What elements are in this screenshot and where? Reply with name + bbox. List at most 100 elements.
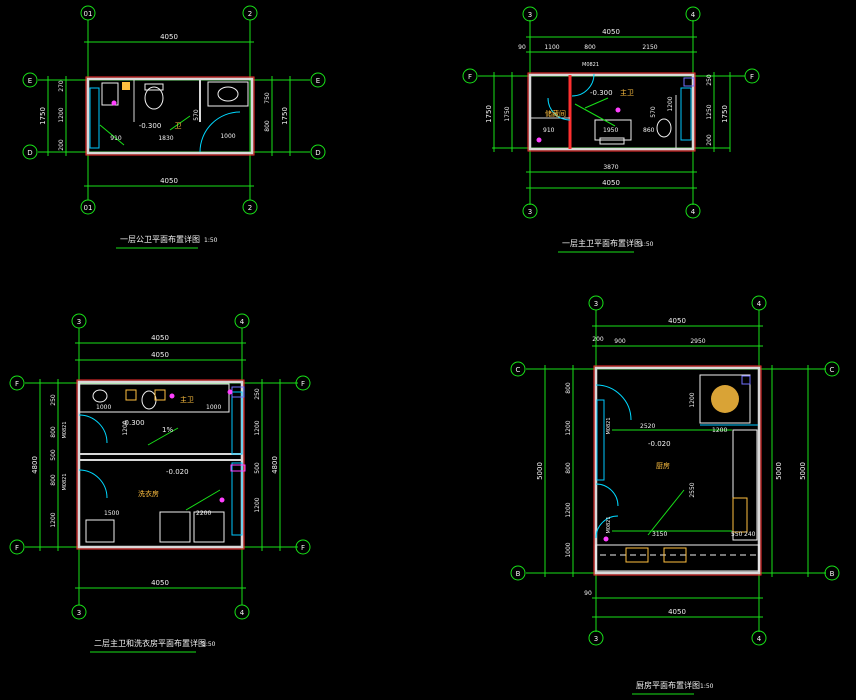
grid-bubble: 3 xyxy=(588,295,604,311)
floor-drain xyxy=(603,536,609,542)
grid-label: F xyxy=(301,380,305,388)
grid-bubble: 4 xyxy=(685,6,701,22)
dimension-text: 4800 xyxy=(31,456,39,474)
dimension-text: 1200 xyxy=(122,420,129,435)
door-swing xyxy=(595,384,632,421)
grid-bubble: F xyxy=(295,539,311,555)
floor-drain xyxy=(615,107,621,113)
grid-label: D xyxy=(315,149,320,157)
outer-wall xyxy=(527,72,696,152)
washer xyxy=(159,511,191,543)
dimension-text: 250 xyxy=(706,74,713,86)
dimension-text: 1000 xyxy=(96,404,111,411)
glass-partition xyxy=(89,87,100,149)
grid-bubble: 3 xyxy=(71,604,87,620)
door-tag: M0821 xyxy=(62,421,68,438)
grid-bubble: 4 xyxy=(751,630,767,646)
laundry-sink xyxy=(85,519,115,543)
floor-drain xyxy=(169,393,175,399)
door-swing xyxy=(571,73,595,97)
floor-drain xyxy=(230,464,246,472)
dimension-text: 1000 xyxy=(220,133,235,140)
room-label: 主卫 xyxy=(180,395,194,404)
plan-ground-public-bath: 01 2 01 2 E D E D 4050 4050 1750 270 120… xyxy=(22,5,326,249)
counter-run xyxy=(595,544,760,572)
dimension-text: 1200 xyxy=(565,502,572,517)
plan-title: 一层公卫平面布置详图 xyxy=(120,234,200,244)
dimension-text: 4050 xyxy=(668,608,686,616)
toilet-fixture xyxy=(141,390,157,410)
door-tag: M0821 xyxy=(62,473,68,490)
plan-scale: 1:50 xyxy=(202,641,216,648)
grid-label: B xyxy=(516,570,521,578)
grid-label: 3 xyxy=(594,635,598,643)
grid-bubble: 01 xyxy=(80,199,96,215)
dimension-text: 4800 xyxy=(271,456,279,474)
dimension-text: 1200 xyxy=(689,392,696,407)
grid-bubble: E xyxy=(310,72,326,88)
grid-bubble: 3 xyxy=(588,630,604,646)
dimension-text: 550 xyxy=(731,531,743,538)
dimension-text: 5000 xyxy=(775,462,783,480)
dimension-text: 1750 xyxy=(721,105,729,123)
sink-basin xyxy=(217,86,239,102)
grid-bubble: 3 xyxy=(522,6,538,22)
slope-arrow xyxy=(99,124,125,146)
stove xyxy=(625,547,649,563)
dimension-text: 1200 xyxy=(254,497,261,512)
inner-wall xyxy=(528,73,695,151)
grid-label: 4 xyxy=(691,208,696,216)
elevation-label: -0.300 xyxy=(139,122,162,130)
dimension-text: 1200 xyxy=(667,96,674,111)
door-swing xyxy=(547,97,571,121)
room-label: 储藏间 xyxy=(545,109,566,118)
dimension-text: 570 xyxy=(193,109,200,121)
door-tag: M0821 xyxy=(582,62,599,68)
grid-bubble: F xyxy=(295,375,311,391)
inner-wall xyxy=(594,366,761,575)
grid-bubble: E xyxy=(22,72,38,88)
dimension-text: 1200 xyxy=(712,427,727,434)
grid-bubble: 4 xyxy=(751,295,767,311)
bathtub xyxy=(594,119,632,141)
grid-bubble: 2 xyxy=(242,199,258,215)
dimension-text: 4050 xyxy=(151,579,169,587)
window xyxy=(596,399,605,481)
grid-label: 3 xyxy=(77,318,81,326)
inner-wall xyxy=(86,77,254,155)
dimension-text: 2200 xyxy=(196,510,211,517)
elevation-label: -0.300 xyxy=(122,419,145,427)
dimension-text: 200 xyxy=(706,134,713,146)
dimension-text: 1250 xyxy=(706,104,713,119)
round-table-icon xyxy=(711,385,739,413)
dimension-text: 4050 xyxy=(668,317,686,325)
dimension-text: 5000 xyxy=(799,462,807,480)
grid-bubble: C xyxy=(824,361,840,377)
dimension-text: 250 xyxy=(50,394,57,406)
glass-partition xyxy=(680,87,692,141)
grid-label: 2 xyxy=(248,204,252,212)
dimension-text: 1750 xyxy=(39,107,47,125)
grid-label: F xyxy=(750,73,754,81)
dimension-text: 500 xyxy=(50,449,57,461)
grid-bubble: 4 xyxy=(685,203,701,219)
shower-fixture xyxy=(101,82,119,106)
grid-label: E xyxy=(316,77,320,85)
dimension-text: 4050 xyxy=(160,177,178,185)
dimension-text: 910 xyxy=(543,127,555,134)
dimension-text: 1750 xyxy=(504,106,511,121)
grid-bubble: D xyxy=(310,144,326,160)
dimension-text: 2150 xyxy=(642,44,657,51)
dimension-text: 3150 xyxy=(652,531,667,538)
dimension-text: 4050 xyxy=(602,179,620,187)
elevation-label: -0.020 xyxy=(648,440,671,448)
dimension-text: 1200 xyxy=(565,420,572,435)
dimension-text: 900 xyxy=(614,338,626,345)
dimension-text: 1950 xyxy=(603,127,618,134)
grid-bubble: 01 xyxy=(80,5,96,21)
cabinet xyxy=(154,389,166,401)
appliance xyxy=(732,497,748,533)
grid-label: 3 xyxy=(77,609,81,617)
grid-label: 3 xyxy=(528,11,532,19)
